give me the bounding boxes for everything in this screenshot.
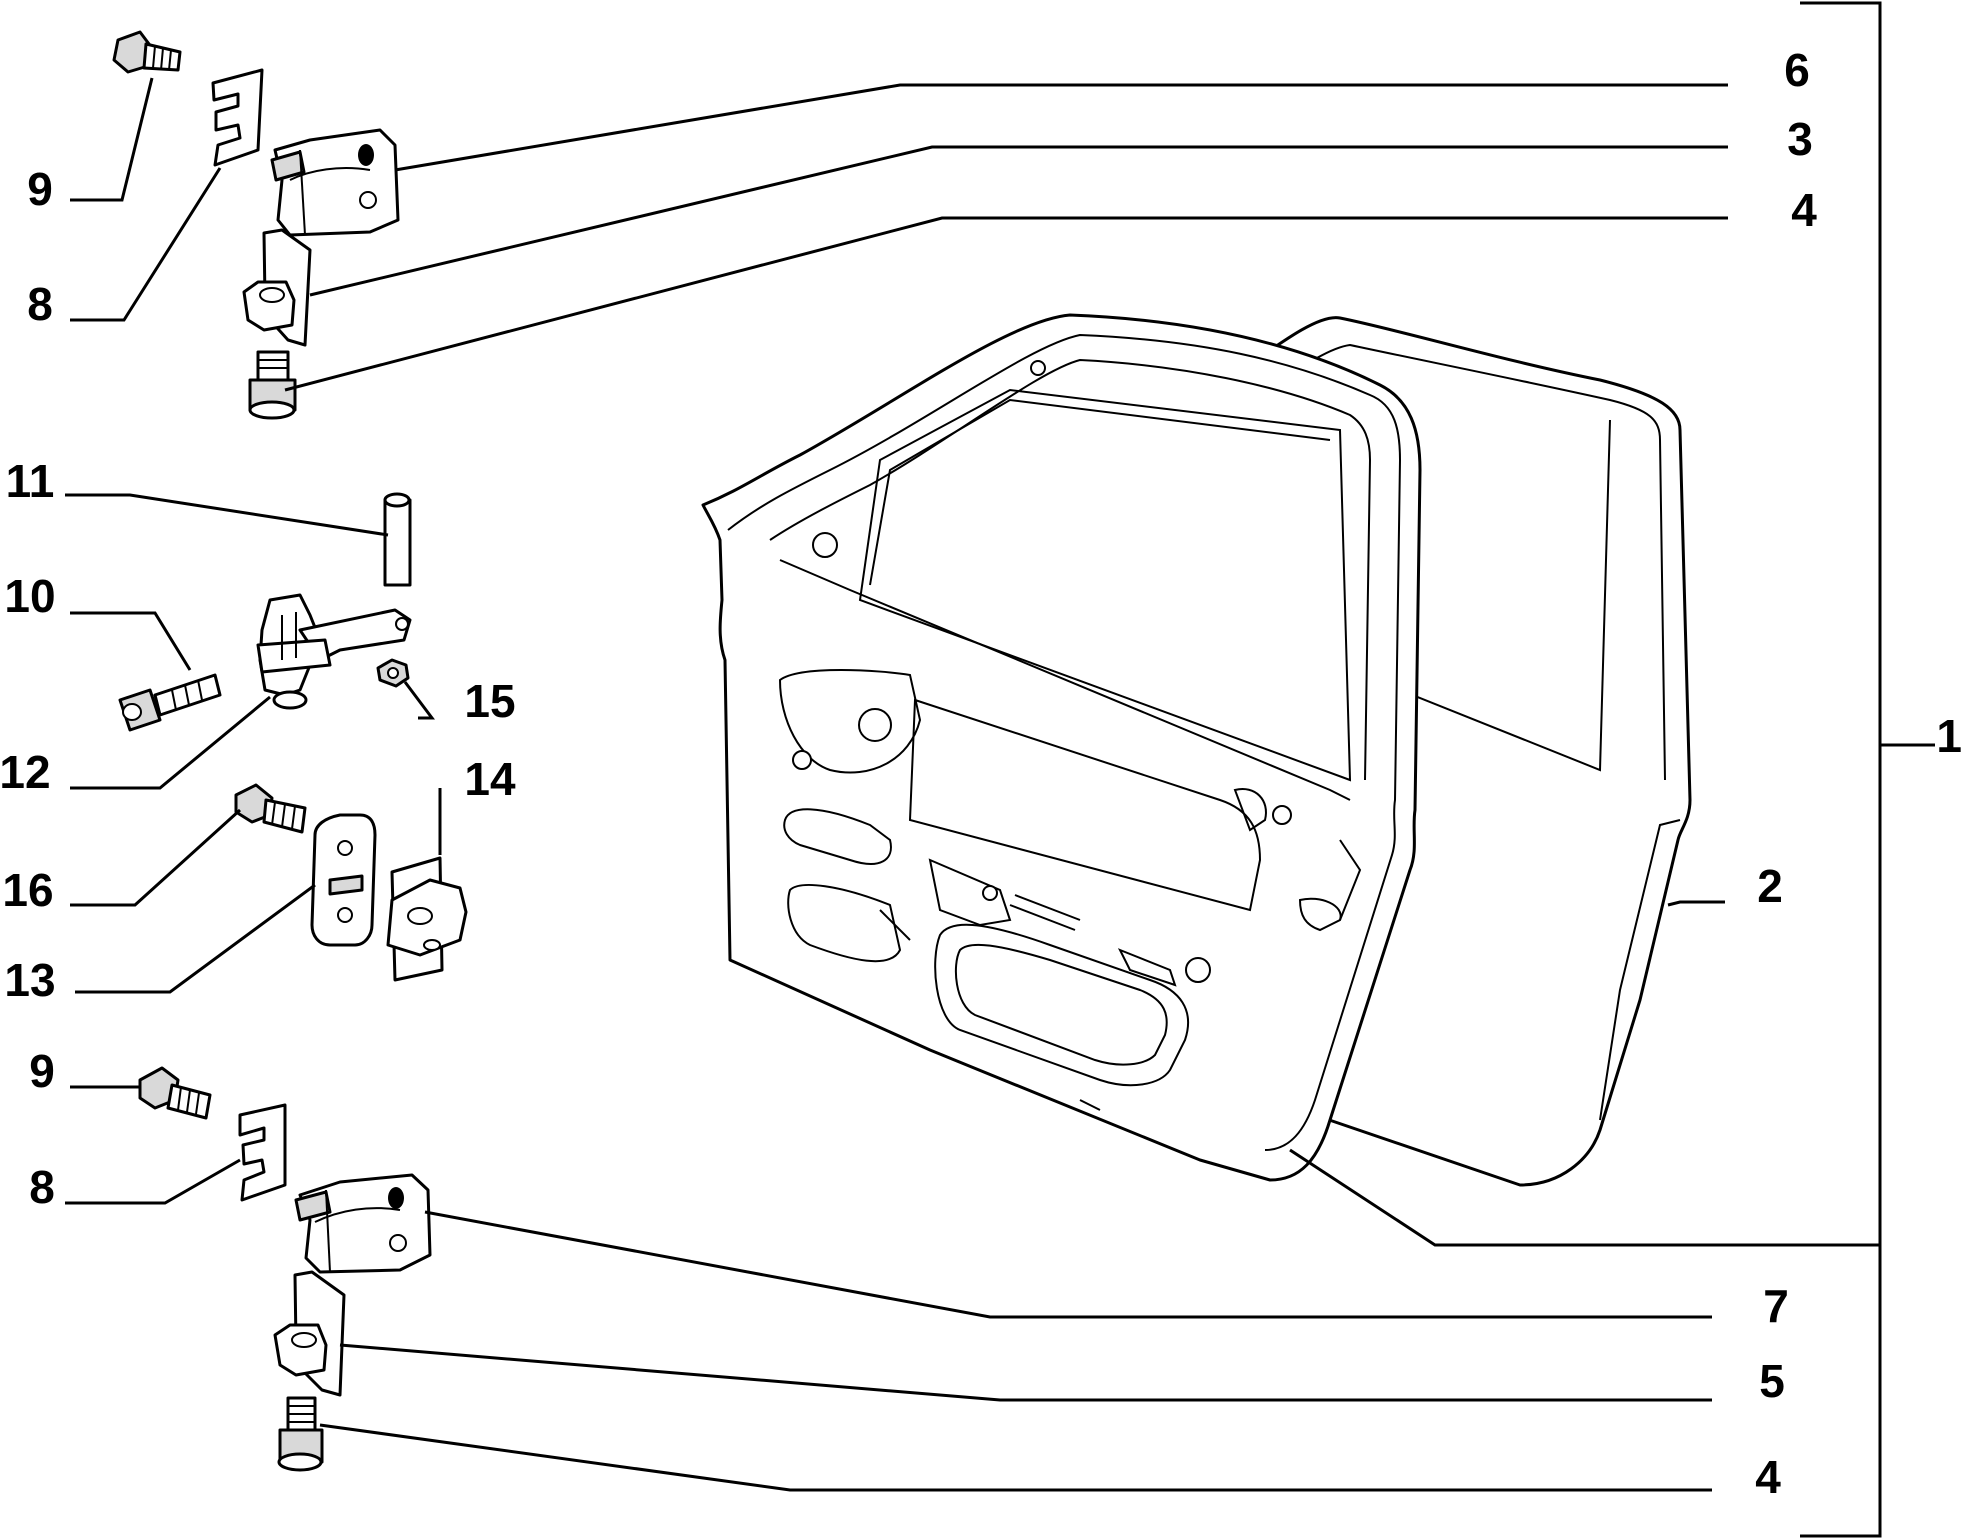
lower-bolt-4	[277, 1396, 324, 1472]
callout-14: 14	[464, 753, 516, 805]
upper-hinge-half-3	[242, 228, 312, 347]
bolt-10	[118, 673, 222, 732]
callout-4-top: 4	[1791, 184, 1817, 236]
callout-2: 2	[1757, 860, 1783, 912]
callout-4-bottom: 4	[1755, 1451, 1781, 1503]
latch-bracket-14	[386, 856, 468, 982]
striker-plate-13	[310, 813, 377, 947]
callout-6: 6	[1784, 44, 1810, 96]
assembly-bracket	[1800, 1, 1935, 1538]
callout-5: 5	[1759, 1355, 1785, 1407]
callout-labels: 1 2 3 4 4 5 6 7 8 8 9 9 10 11 12 13 14 1…	[0, 44, 1962, 1503]
lower-hinge-half-5	[273, 1270, 346, 1397]
lower-shim-8	[238, 1103, 287, 1202]
callout-8-bottom: 8	[29, 1161, 55, 1213]
screw-16	[234, 783, 307, 834]
callout-13: 13	[4, 954, 55, 1006]
callout-9-top: 9	[27, 163, 53, 215]
callout-15: 15	[464, 675, 515, 727]
callout-16: 16	[2, 864, 53, 916]
upper-screw-9	[112, 30, 182, 74]
callout-12: 12	[0, 746, 51, 798]
pin-11	[383, 492, 412, 587]
inner-door-frame	[701, 313, 1422, 1182]
callout-11: 11	[6, 455, 55, 507]
upper-hinge-half-6	[270, 128, 400, 237]
upper-bolt-4	[248, 350, 297, 420]
nut-15	[376, 658, 410, 688]
callout-1: 1	[1936, 710, 1962, 762]
lower-screw-9	[138, 1066, 212, 1120]
callout-9-bottom: 9	[29, 1045, 55, 1097]
upper-shim-8	[211, 68, 264, 167]
callout-10: 10	[4, 570, 55, 622]
callout-8-top: 8	[27, 278, 53, 330]
callout-3: 3	[1787, 113, 1813, 165]
callout-7: 7	[1763, 1280, 1789, 1332]
lower-hinge-half-7	[294, 1173, 432, 1274]
leader-lines	[65, 77, 1880, 1492]
check-strap-12	[256, 593, 412, 710]
